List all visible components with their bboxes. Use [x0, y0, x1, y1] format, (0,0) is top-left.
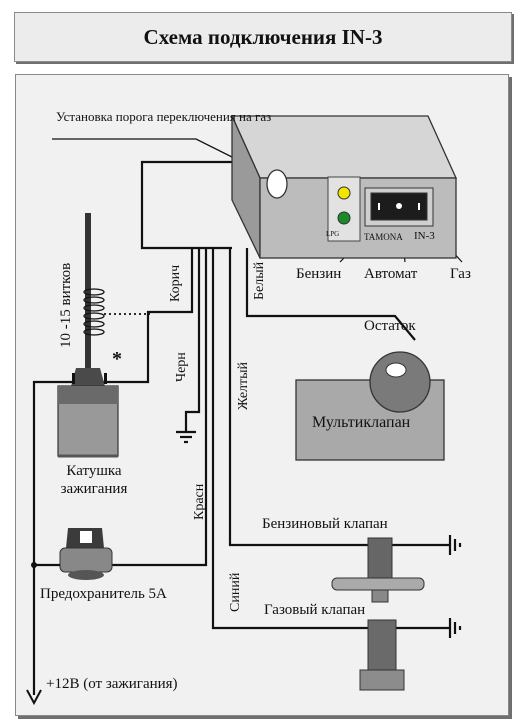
wire-siniy-label: Синий	[228, 572, 243, 612]
multivalve-label: Мультиклапан	[312, 414, 411, 431]
threshold-label: Установка порога переключения на газ	[56, 109, 272, 124]
in3-controller	[230, 115, 458, 259]
gaz-label: Газ	[450, 266, 471, 282]
star-mark: *	[112, 348, 122, 370]
gas-valve-icon	[359, 619, 405, 691]
wire-zheltyi-label: Желтый	[236, 361, 251, 410]
gas-valve-label: Газовый клапан	[264, 602, 366, 618]
avtomat-label: Автомат	[364, 266, 418, 282]
title-box: Схема подключения IN-3	[14, 12, 512, 62]
turns-label: 10 -15 витков	[58, 262, 74, 348]
diagram-title: Схема подключения IN-3	[143, 24, 383, 49]
model-label: IN-3	[414, 230, 435, 242]
lpg-label: LPG	[326, 230, 340, 238]
fuse-label: Предохранитель 5А	[40, 586, 167, 602]
petrol-valve-label: Бензиновый клапан	[262, 516, 388, 532]
ignition-coil-icon	[57, 213, 119, 458]
power-label: +12В (от зажигания)	[46, 676, 178, 692]
brand-label: TAMONA	[364, 232, 403, 242]
wire-krasn-label: Красн	[192, 483, 207, 520]
green-led-icon	[337, 211, 351, 225]
ostatok-label: Остаток	[364, 318, 416, 334]
petrol-valve-icon	[331, 537, 425, 603]
multivalve-icon	[295, 351, 445, 461]
wire-korich-label: Корич	[168, 264, 183, 302]
fuse-icon	[34, 528, 113, 580]
coil-label: Катушка зажигания	[60, 463, 128, 497]
wire-belyi-label: Белый	[252, 261, 267, 300]
benzin-label: Бензин	[296, 266, 342, 282]
yellow-led-icon	[337, 186, 351, 200]
wire-chern-label: Черн	[174, 352, 189, 382]
ground-icon	[176, 430, 462, 638]
